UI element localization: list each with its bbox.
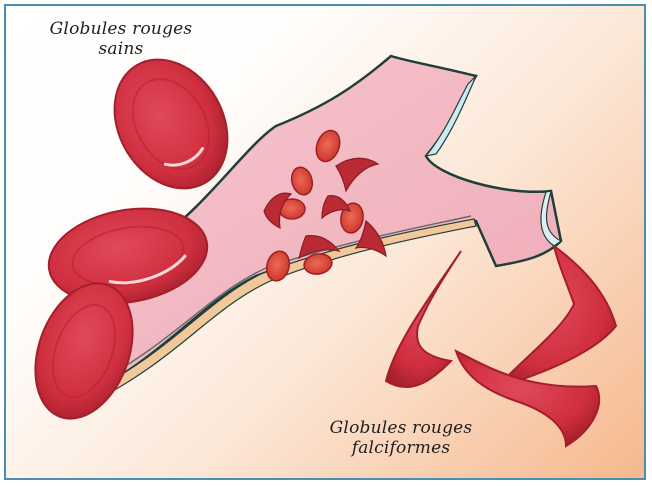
sickle-cells-label-line2: falciformes: [306, 438, 496, 458]
healthy-cells-label-line1: Globules rouges: [16, 19, 226, 39]
illustration-frame: Globules rouges sains Globules rouges fa…: [4, 4, 646, 480]
blood-vessel-illustration: [6, 6, 646, 480]
sickle-cell-right: [496, 246, 616, 388]
sickle-cell-left: [386, 251, 461, 387]
sickle-cells-label: Globules rouges falciformes: [306, 418, 496, 458]
healthy-cells-label-line2: sains: [16, 39, 226, 59]
sickle-cells: [386, 246, 616, 446]
sickle-cells-label-line1: Globules rouges: [306, 418, 496, 438]
healthy-cells-label: Globules rouges sains: [16, 19, 226, 59]
